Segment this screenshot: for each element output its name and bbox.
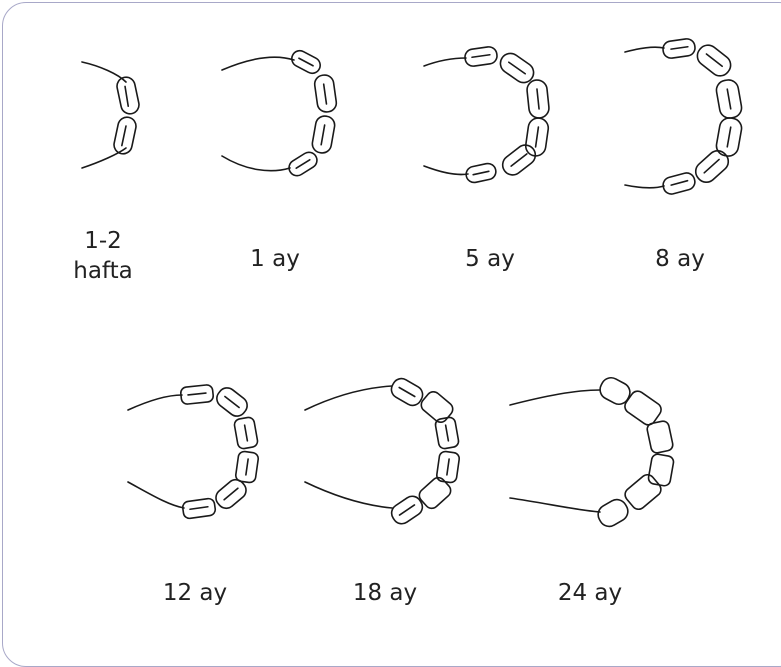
gum-line-lower (222, 156, 290, 171)
incisor-tooth (661, 171, 696, 196)
gum-line-lower (510, 498, 600, 512)
gum-line-upper (128, 395, 182, 410)
incisor-tooth (314, 74, 338, 113)
stage-label-8-ay: 8 ay (630, 244, 730, 274)
molar-tooth (622, 472, 663, 512)
stage-label-1-ay: 1 ay (230, 244, 320, 274)
jaw-stage-1-ay (222, 48, 337, 179)
jaw-stage-18-ay (305, 375, 460, 527)
incisor-tooth (418, 389, 455, 425)
incisor-tooth (115, 76, 140, 116)
incisor-tooth (499, 141, 540, 179)
incisor-tooth (464, 46, 498, 67)
gum-line-upper (424, 58, 466, 66)
molar-tooth (182, 498, 216, 519)
incisor-tooth (311, 115, 336, 155)
gum-line-lower (424, 166, 468, 175)
incisor-tooth (234, 416, 259, 449)
dental-eruption-diagram (0, 0, 781, 647)
incisor-tooth (213, 384, 251, 419)
incisor-tooth (286, 149, 320, 178)
incisor-tooth (715, 78, 743, 119)
stage-label-5-ay: 5 ay (440, 244, 540, 274)
jaw-stage-8-ay (625, 38, 743, 196)
gum-line-upper (625, 47, 664, 52)
incisor-tooth (289, 48, 323, 76)
gum-line-lower (625, 185, 664, 188)
incisor-tooth (648, 453, 675, 486)
jaw-stage-12-ay (128, 384, 259, 519)
incisor-tooth (662, 38, 696, 59)
jaw-stage-1-2-hafta (82, 62, 141, 168)
gum-line-lower (82, 148, 126, 168)
gum-line-upper (305, 386, 392, 410)
canine-tooth (388, 375, 426, 408)
incisor-tooth (235, 451, 259, 483)
incisor-tooth (524, 117, 549, 157)
gum-line-upper (222, 57, 294, 70)
gum-line-upper (510, 390, 600, 405)
stage-label-18-ay: 18 ay (330, 578, 440, 608)
incisor-tooth (693, 41, 734, 80)
stage-label-12-ay: 12 ay (140, 578, 250, 608)
gum-line-lower (128, 482, 184, 508)
jaw-stage-5-ay (424, 46, 550, 184)
canine-tooth (595, 496, 632, 530)
stage-label-1-2-hafta: 1-2 hafta (58, 226, 148, 286)
incisor-tooth (465, 162, 498, 184)
gum-line-lower (305, 482, 392, 508)
canine-tooth (597, 374, 634, 408)
incisor-tooth (526, 79, 550, 119)
incisor-tooth (692, 147, 733, 187)
jaw-stage-24-ay (510, 374, 674, 530)
stage-label-24-ay: 24 ay (535, 578, 645, 608)
molar-tooth (180, 384, 214, 404)
